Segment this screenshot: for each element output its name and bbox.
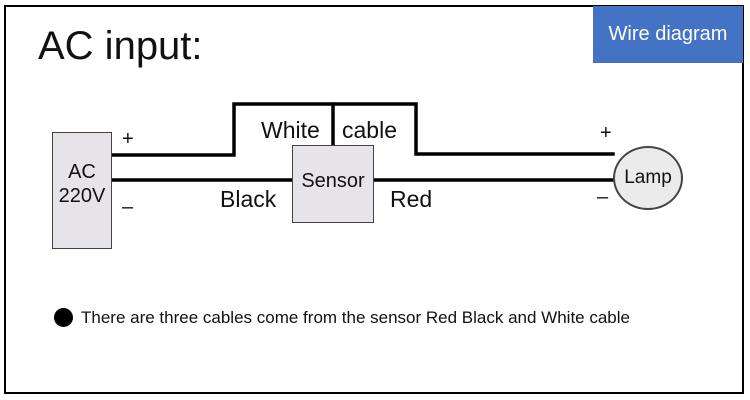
bullet-icon — [54, 308, 73, 327]
ac-source-box: AC 220V — [52, 132, 112, 249]
lamp-circle: Lamp — [613, 146, 683, 210]
lamp-minus-sign: – — [597, 186, 609, 208]
sensor-label: Sensor — [301, 170, 365, 192]
cable-note: There are three cables come from the sen… — [54, 306, 630, 330]
white-wire-label: White — [261, 117, 320, 143]
wire-diagram-badge: Wire diagram — [593, 6, 743, 63]
ac-plus-sign: + — [122, 128, 134, 150]
lamp-plus-sign: + — [600, 122, 612, 144]
wire-ac-plus — [110, 102, 615, 157]
black-wire-label: Black — [220, 186, 277, 212]
cable-wire-label: cable — [342, 117, 397, 143]
red-wire-label: Red — [390, 186, 433, 212]
cable-note-text: There are three cables come from the sen… — [81, 308, 630, 327]
diagram-frame — [4, 5, 744, 394]
page-title: AC input: — [38, 24, 203, 68]
ac-label: AC — [68, 161, 96, 183]
ac-minus-sign: – — [122, 196, 134, 218]
lamp-label: Lamp — [624, 167, 672, 188]
ac-voltage-label: 220V — [58, 185, 106, 207]
sensor-box: Sensor — [292, 145, 374, 223]
